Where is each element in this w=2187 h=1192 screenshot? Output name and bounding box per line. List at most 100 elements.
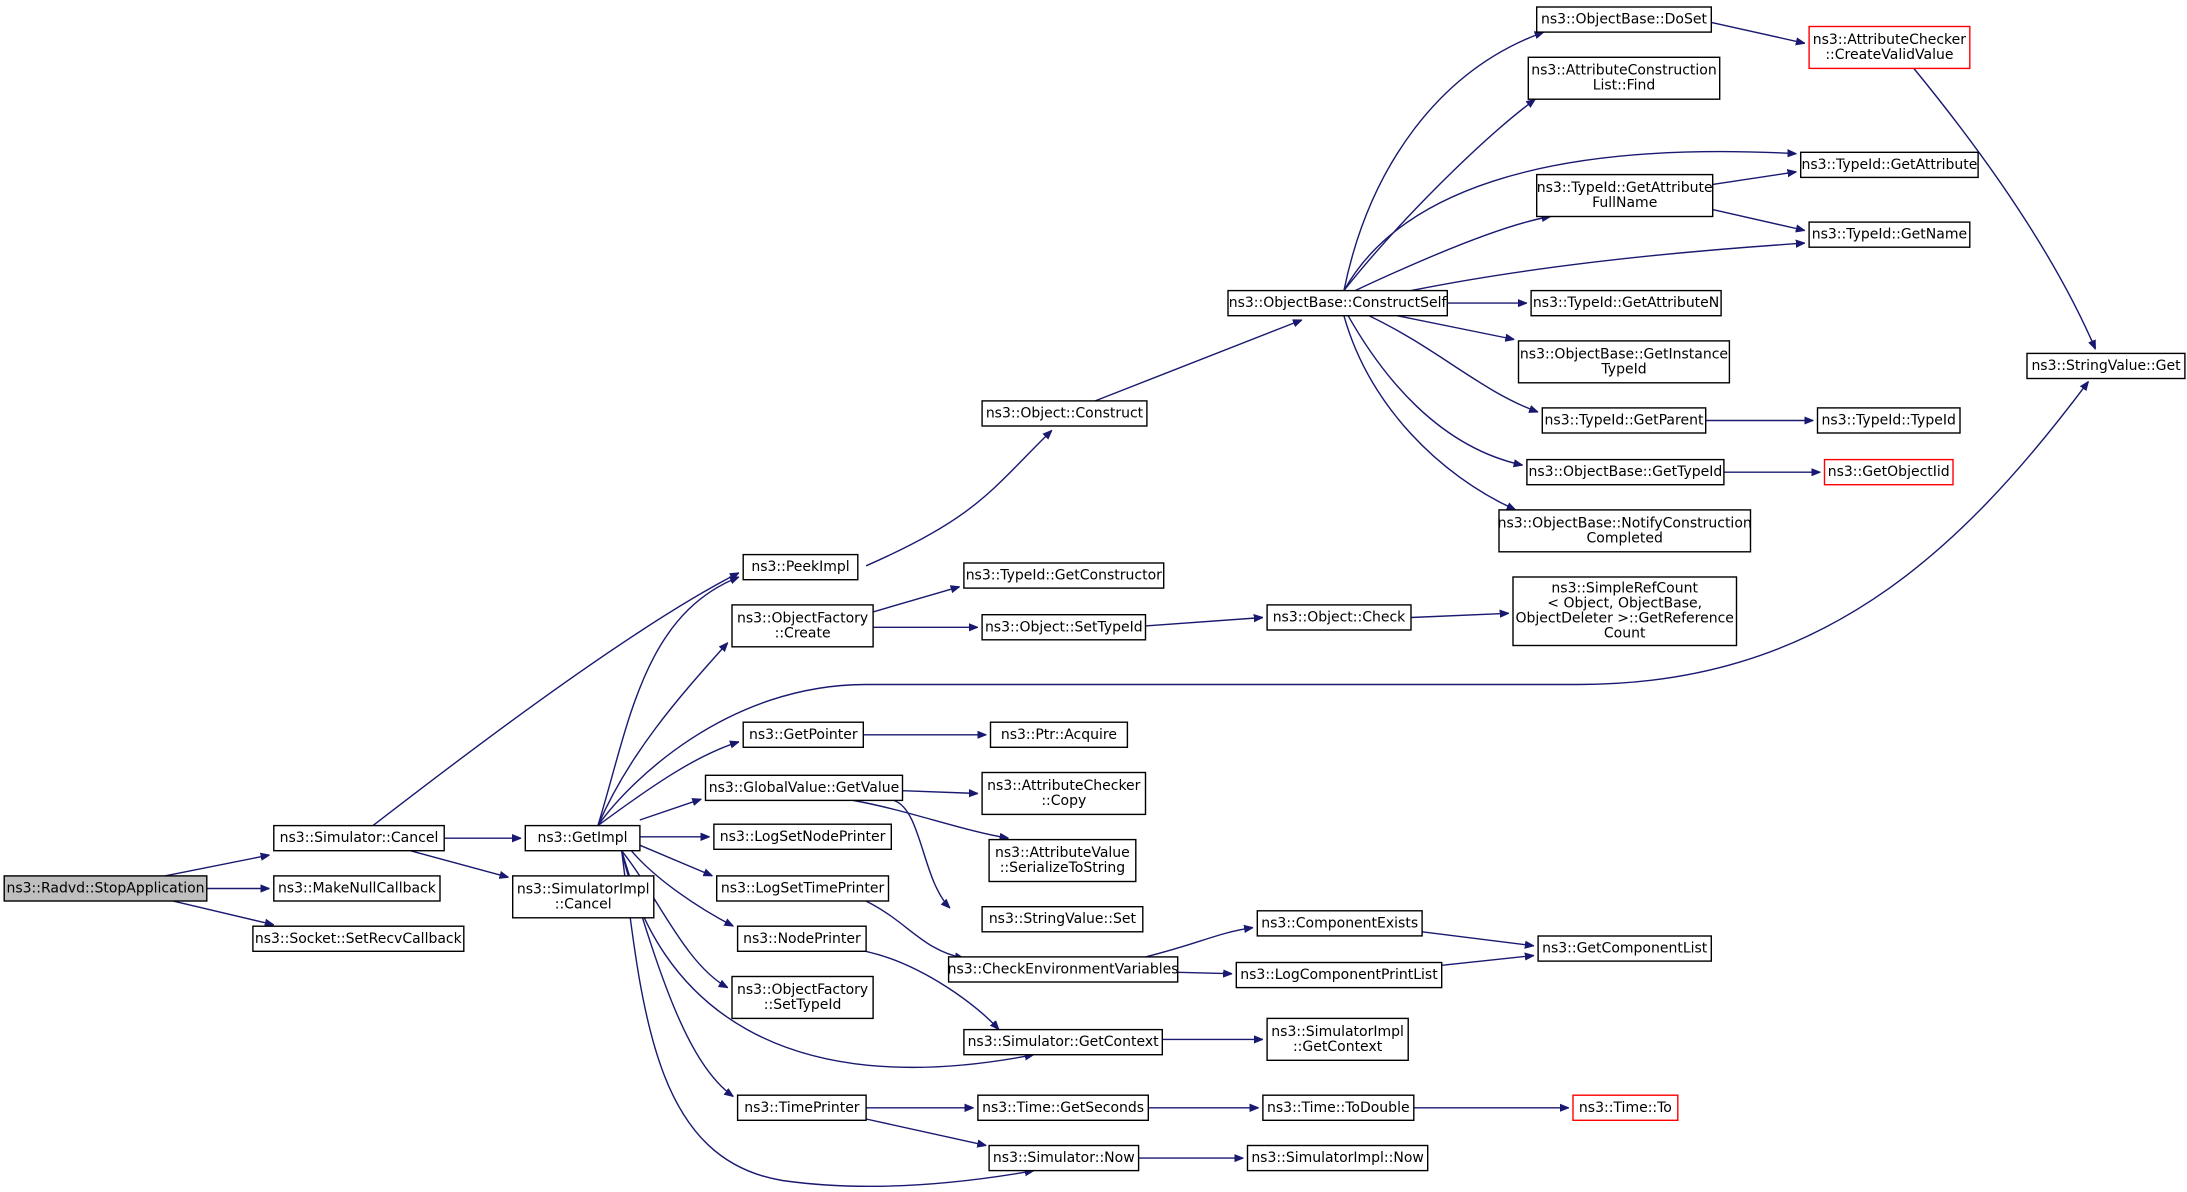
- node-AttrCheckerCopy[interactable]: ns3::AttributeChecker::Copy: [981, 771, 1147, 816]
- node-TimeGetSeconds[interactable]: ns3::Time::GetSeconds: [977, 1094, 1150, 1121]
- edge-CheckEnvVars-to-LogCompPrintList: [1177, 972, 1233, 973]
- edge-GetImpl-to-PeekImpl: [597, 576, 739, 826]
- node-TypeIdGetName[interactable]: ns3::TypeId::GetName: [1808, 221, 1971, 248]
- node-label: ns3::TypeId::GetAttributeN: [1533, 295, 1719, 311]
- node-NodePrinter[interactable]: ns3::NodePrinter: [736, 925, 867, 953]
- node-label: ns3::SimulatorImpl::Now: [1251, 1150, 1424, 1166]
- node-ComponentExists[interactable]: ns3::ComponentExists: [1256, 910, 1423, 937]
- node-label: ns3::ObjectFactory: [737, 982, 868, 998]
- node-ObjFactorySetTypeId[interactable]: ns3::ObjectFactory::SetTypeId: [731, 975, 874, 1020]
- node-StringValueSet[interactable]: ns3::StringValue::Set: [981, 906, 1144, 933]
- node-label: ns3::SimpleRefCount: [1551, 581, 1698, 597]
- node-SimCancel[interactable]: ns3::Simulator::Cancel: [273, 824, 445, 852]
- node-label: ns3::GetImpl: [537, 830, 627, 846]
- node-GlobalGetValue[interactable]: ns3::GlobalValue::GetValue: [704, 774, 904, 802]
- node-SimImplCancel[interactable]: ns3::SimulatorImpl::Cancel: [512, 875, 655, 919]
- node-label: ns3::Time::GetSeconds: [982, 1100, 1144, 1116]
- node-label: ns3::TypeId::GetName: [1812, 227, 1967, 243]
- edge-GlobalGetValue-to-AttrCheckerCopy: [902, 791, 978, 794]
- node-label: ns3::TypeId::GetConstructor: [966, 568, 1162, 584]
- node-label: ns3::ObjectFactory: [737, 610, 868, 626]
- node-label: ns3::ObjectBase::DoSet: [1541, 12, 1707, 28]
- node-label: ns3::ObjectBase::GetInstance: [1520, 346, 1728, 362]
- node-SimpleRefCount[interactable]: ns3::SimpleRefCount< Object, ObjectBase,…: [1512, 576, 1738, 647]
- node-StringValueGet[interactable]: ns3::StringValue::Get: [2026, 352, 2186, 380]
- node-label: ns3::TimePrinter: [744, 1100, 860, 1116]
- node-LogSetTimePrinter[interactable]: ns3::LogSetTimePrinter: [716, 875, 890, 902]
- node-label: ns3::ObjectBase::GetTypeId: [1529, 464, 1723, 480]
- edge-ConstructSelf-to-DoSet: [1343, 32, 1544, 291]
- node-ObjectConstruct[interactable]: ns3::Object::Construct: [981, 400, 1148, 427]
- edge-SimCancel-to-SimImplCancel: [410, 850, 509, 878]
- edge-ConstructSelf-to-TypeIdGetName: [1410, 243, 1805, 292]
- node-ObjBaseGetTypeId[interactable]: ns3::ObjectBase::GetTypeId: [1526, 458, 1725, 486]
- node-GetObjectIid[interactable]: ns3::GetObjectIid: [1823, 458, 1954, 486]
- node-label: ns3::StringValue::Get: [2031, 358, 2181, 374]
- node-label: ns3::GetObjectIid: [1828, 464, 1950, 480]
- node-LogSetNodePrinter[interactable]: ns3::LogSetNodePrinter: [713, 823, 893, 851]
- edge-StopApplication-to-SimCancel: [164, 855, 270, 877]
- edge-ObjFactoryCreate-to-TypeIdGetConstructor: [872, 587, 960, 613]
- node-label: ns3::Object::SetTypeId: [985, 619, 1143, 635]
- edge-GetImpl-to-GlobalGetValue: [639, 799, 702, 821]
- node-SimNow[interactable]: ns3::Simulator::Now: [988, 1144, 1140, 1172]
- node-ObjFactoryCreate[interactable]: ns3::ObjectFactory::Create: [731, 604, 874, 648]
- node-label: Count: [1604, 626, 1646, 642]
- node-TypeIdGetAttribute[interactable]: ns3::TypeId::GetAttribute: [1799, 151, 1979, 179]
- edge-GetImpl-to-ObjFactoryCreate: [597, 643, 728, 826]
- node-TypeIdTypeId[interactable]: ns3::TypeId::TypeId: [1816, 407, 1961, 434]
- node-SimImplGetContext[interactable]: ns3::SimulatorImpl::GetContext: [1266, 1017, 1409, 1062]
- node-label: ns3::AttributeChecker: [1813, 32, 1967, 48]
- node-label: ns3::AttributeChecker: [987, 778, 1141, 794]
- edge-ConstructSelf-to-AttrConstListFind: [1343, 99, 1535, 292]
- node-label: Completed: [1587, 530, 1663, 546]
- edge-ObjectConstruct-to-ConstructSelf: [1094, 319, 1302, 402]
- node-label: ::CreateValidValue: [1825, 47, 1953, 63]
- edge-StopApplication-to-SetRecvCallback: [173, 900, 274, 925]
- node-ObjectCheck[interactable]: ns3::Object::Check: [1266, 604, 1412, 631]
- node-TimeTo[interactable]: ns3::Time::To: [1572, 1094, 1679, 1121]
- node-SetRecvCallback[interactable]: ns3::Socket::SetRecvCallback: [252, 925, 465, 953]
- node-label: ns3::TypeId::GetAttribute: [1537, 180, 1713, 196]
- nodes-layer: ns3::Radvd::StopApplicationns3::Simulato…: [3, 6, 2186, 1172]
- edge-CheckEnvVars-to-ComponentExists: [1145, 928, 1254, 958]
- node-SimGetContext[interactable]: ns3::Simulator::GetContext: [963, 1028, 1164, 1056]
- node-label: ns3::TypeId::TypeId: [1822, 413, 1956, 429]
- node-PeekImpl[interactable]: ns3::PeekImpl: [742, 553, 859, 581]
- node-GetAttributeN[interactable]: ns3::TypeId::GetAttributeN: [1530, 289, 1722, 317]
- node-GetParent[interactable]: ns3::TypeId::GetParent: [1541, 407, 1707, 434]
- node-MakeNullCallback[interactable]: ns3::MakeNullCallback: [273, 875, 441, 902]
- node-GetComponentList[interactable]: ns3::GetComponentList: [1537, 935, 1712, 962]
- node-TimePrinter[interactable]: ns3::TimePrinter: [736, 1094, 867, 1121]
- node-label: List::Find: [1593, 78, 1656, 94]
- node-ObjectSetTypeId[interactable]: ns3::Object::SetTypeId: [981, 614, 1147, 641]
- node-label: ns3::Socket::SetRecvCallback: [255, 931, 463, 947]
- node-NotifyConstruction[interactable]: ns3::ObjectBase::NotifyConstructionCompl…: [1498, 509, 1752, 553]
- node-CheckEnvVars[interactable]: ns3::CheckEnvironmentVariables: [948, 956, 1179, 983]
- node-PtrAcquire[interactable]: ns3::Ptr::Acquire: [989, 721, 1129, 749]
- node-label: ::SetTypeId: [764, 997, 842, 1013]
- node-DoSet[interactable]: ns3::ObjectBase::DoSet: [1535, 6, 1712, 33]
- edge-ConstructSelf-to-NotifyConstruction: [1343, 315, 1516, 511]
- node-AttrValueSerialize[interactable]: ns3::AttributeValue::SerializeToString: [988, 838, 1137, 883]
- node-TypeIdGetConstructor[interactable]: ns3::TypeId::GetConstructor: [963, 562, 1165, 589]
- node-CreateValidValue[interactable]: ns3::AttributeChecker::CreateValidValue: [1808, 25, 1971, 70]
- node-label: ns3::NodePrinter: [743, 931, 861, 947]
- node-label: ns3::StringValue::Set: [989, 911, 1137, 927]
- node-SimImplNow[interactable]: ns3::SimulatorImpl::Now: [1246, 1144, 1429, 1172]
- node-LogCompPrintList[interactable]: ns3::LogComponentPrintList: [1235, 961, 1443, 989]
- edge-ConstructSelf-to-GetInstanceTypeId: [1396, 315, 1514, 340]
- edge-ObjectSetTypeId-to-ObjectCheck: [1145, 618, 1263, 627]
- edges-layer: [164, 21, 2097, 1188]
- node-TimeToDouble[interactable]: ns3::Time::ToDouble: [1262, 1094, 1415, 1121]
- node-ConstructSelf[interactable]: ns3::ObjectBase::ConstructSelf: [1227, 289, 1449, 317]
- node-StopApplication[interactable]: ns3::Radvd::StopApplication: [3, 875, 208, 902]
- node-GetImpl[interactable]: ns3::GetImpl: [524, 824, 641, 852]
- node-label: ::Cancel: [555, 896, 612, 912]
- node-label: ns3::LogSetTimePrinter: [721, 881, 885, 897]
- node-label: ns3::GetComponentList: [1542, 941, 1708, 957]
- node-GetPointer[interactable]: ns3::GetPointer: [742, 721, 865, 749]
